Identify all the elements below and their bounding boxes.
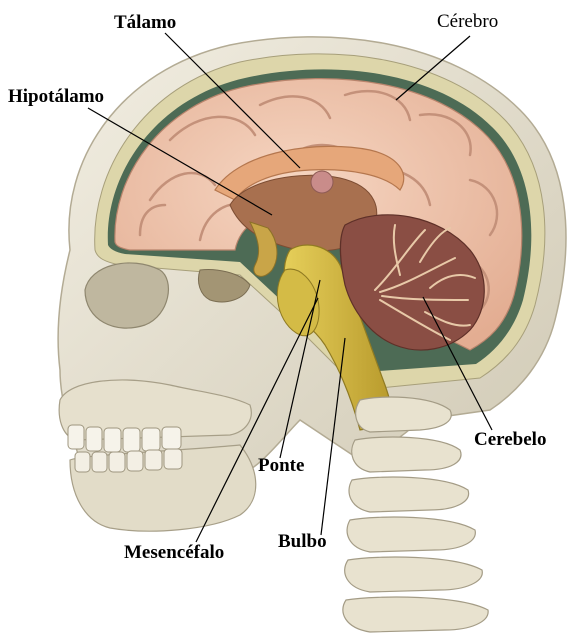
label-bulbo: Bulbo <box>278 532 327 551</box>
label-hipotalamo: Hipotálamo <box>8 87 104 106</box>
label-talamo: Tálamo <box>114 13 176 32</box>
thalamus-nucleus <box>311 171 333 193</box>
label-cerebro: Cérebro <box>437 12 498 31</box>
label-mesencefalo: Mesencéfalo <box>124 543 224 562</box>
label-ponte: Ponte <box>258 456 304 475</box>
label-cerebelo: Cerebelo <box>474 430 546 449</box>
orbit <box>85 263 168 328</box>
